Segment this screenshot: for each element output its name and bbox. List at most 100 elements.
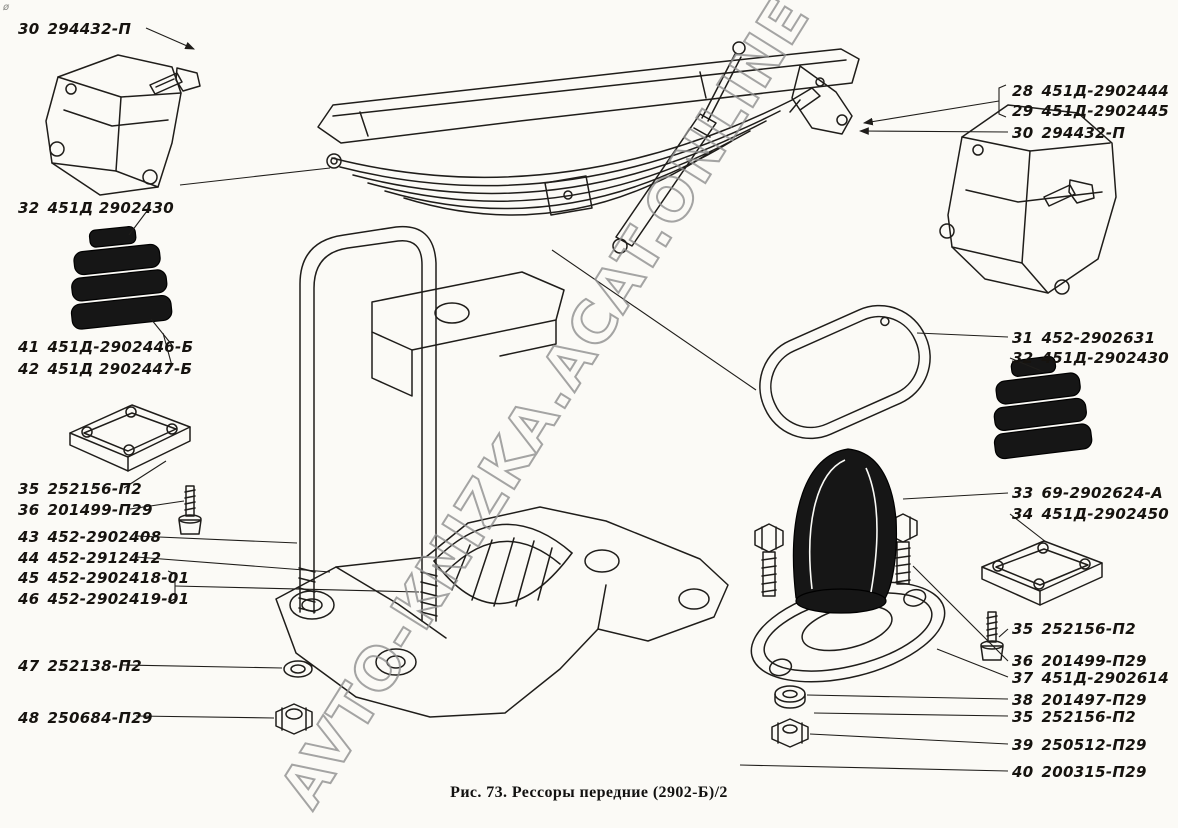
part-label: 43 452-2902408 [18,528,161,546]
part-number: 250512-П29 [1041,736,1147,754]
part-index: 43 [18,528,40,546]
part-label: 44 452-2912412 [18,549,161,567]
part-index: 36 [1012,652,1034,670]
part-number: 451Д-2902446-Б [47,338,194,356]
part-index: 44 [18,549,40,567]
part-label: 45 452-2902418-01 [18,569,189,587]
part-number: 69-2902624-А [1041,484,1164,502]
part-number: 451Д-2902430 [1041,349,1170,367]
part-index: 32 [18,199,40,217]
part-label: 46 452-2902419-01 [18,590,189,608]
part-index: 38 [1012,691,1034,709]
part-index: 30 [1012,124,1034,142]
part-index: 30 [18,20,40,38]
small-bolt-right-drawing [980,611,1004,661]
part-label: 29 451Д-2902445 [1012,102,1169,120]
part-index: 46 [18,590,40,608]
part-number: 200315-П29 [1041,763,1147,781]
part-label: 41 451Д-2902446-Б [18,338,193,356]
part-index: 32 [1012,349,1034,367]
part-index: 31 [1012,329,1034,347]
shock-absorber-drawing [612,41,746,254]
part-label: 48 250684-П29 [18,709,153,727]
hex-bolt-a-drawing [754,523,784,597]
small-bolt-left-drawing [178,485,202,535]
u-bolt-drawing [298,225,438,622]
part-number: 452-2902631 [1041,329,1156,347]
spring-cover-drawing [759,304,931,440]
part-label: 35 252156-П2 [1012,620,1136,638]
leader-lines [121,27,1047,772]
part-index: 35 [1012,620,1034,638]
part-number: 451Д 2902430 [47,199,175,217]
leaf-spring-drawing [326,87,821,216]
part-index: 48 [18,709,40,727]
part-index: 40 [1012,763,1034,781]
part-number: 252156-П2 [1041,620,1137,638]
rubber-bumper-left-drawing [70,225,173,330]
part-index: 34 [1012,505,1034,523]
nut-left-drawing [275,703,313,735]
part-label: 30 294432-П [18,20,131,38]
part-label: 32 451Д 2902430 [18,199,174,217]
part-number: 452-2902408 [47,528,162,546]
part-label: 39 250512-П29 [1012,736,1147,754]
part-number: 451Д-2902450 [1041,505,1170,523]
part-number: 252156-П2 [47,480,143,498]
part-label: 40 200315-П29 [1012,763,1147,781]
part-number: 252138-П2 [47,657,143,675]
part-label: 31 452-2902631 [1012,329,1155,347]
nut-right-drawing [771,718,809,748]
part-number: 250684-П29 [47,709,153,727]
part-label: 47 252138-П2 [18,657,142,675]
part-label: 34 451Д-2902450 [1012,505,1169,523]
lock-washer-left-drawing [283,660,313,678]
part-index: 33 [1012,484,1034,502]
part-index: 36 [18,501,40,519]
part-label: 36 201499-П29 [18,501,153,519]
part-label: 36 201499-П29 [1012,652,1147,670]
front-bracket-left-drawing [45,54,182,196]
part-index: 39 [1012,736,1034,754]
rubber-buffer-highlights [809,459,878,593]
rubber-bumper-right-drawing [993,355,1093,460]
part-number: 451Д-2902445 [1041,102,1170,120]
part-index: 42 [18,360,40,378]
part-number: 452-2902419-01 [47,590,190,608]
spring-seat-drawing [371,271,565,397]
part-index: 37 [1012,669,1034,687]
cover-plate-left-drawing [69,404,191,472]
part-index: 28 [1012,82,1034,100]
axle-bracket-drawing [275,506,729,718]
bracket-bolt-left-drawing [149,67,201,95]
part-index: 45 [18,569,40,587]
rear-shackle-drawing [789,65,853,135]
part-label: 35 252156-П2 [18,480,142,498]
part-number: 201499-П29 [1041,652,1147,670]
part-index: 35 [1012,708,1034,726]
part-index: 41 [18,338,40,356]
part-number: 452-2902418-01 [47,569,190,587]
part-number: 201497-П29 [1041,691,1147,709]
part-label: 32 451Д-2902430 [1012,349,1169,367]
part-number: 451Д-2902444 [1041,82,1170,100]
part-number: 201499-П29 [47,501,153,519]
washer-right-drawing [774,685,806,709]
part-index: 35 [18,480,40,498]
rubber-buffer-drawing [792,448,897,614]
part-number: 452-2912412 [47,549,162,567]
figure-caption: Рис. 73. Рессоры передние (2902-Б)/2 [450,784,728,801]
corner-mark: ø [3,2,10,13]
cover-plate-right-drawing [981,540,1103,606]
frame-rail-drawing [317,48,860,144]
part-index: 47 [18,657,40,675]
front-bracket-right-drawing [939,104,1117,295]
part-index: 29 [1012,102,1034,120]
part-number: 294432-П [47,20,132,38]
